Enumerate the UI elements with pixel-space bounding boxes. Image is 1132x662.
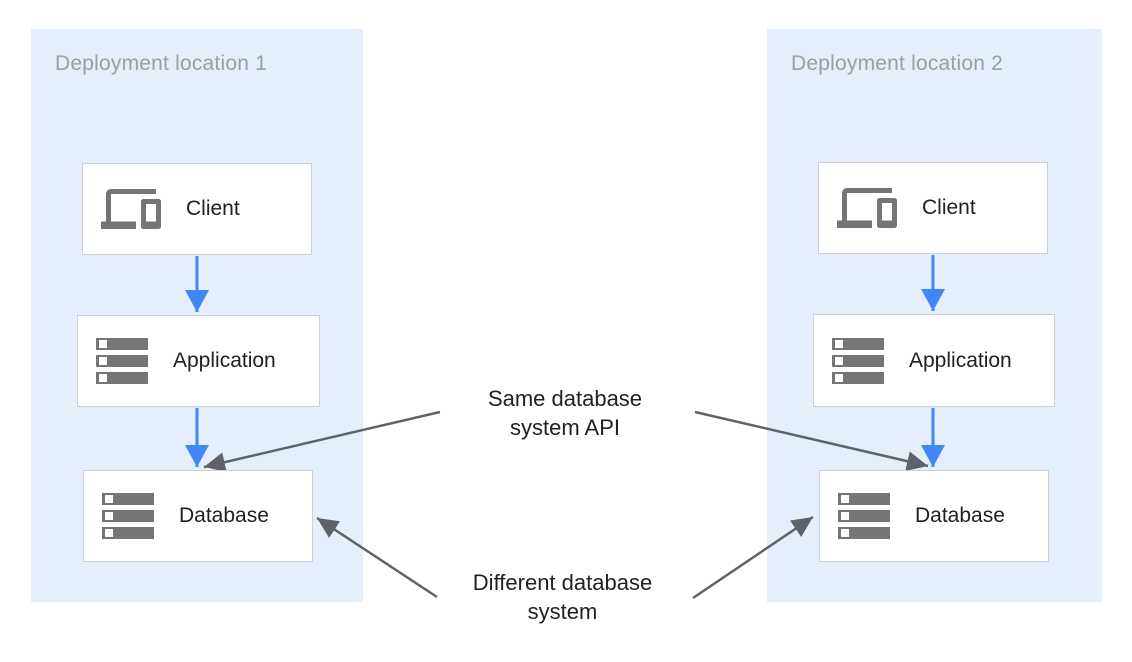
annotation-same-database-api: Same database system API (487, 386, 643, 440)
node-label: Application (173, 349, 276, 372)
node-application-1: Application (77, 315, 320, 407)
server-stack-icon (838, 493, 890, 539)
node-label: Client (922, 196, 976, 219)
node-label: Database (915, 504, 1005, 527)
server-stack-icon (96, 338, 148, 384)
node-client-2: Client (818, 162, 1048, 254)
node-application-2: Application (813, 314, 1055, 407)
panel-title-2: Deployment location 2 (791, 52, 1003, 75)
devices-icon (101, 179, 161, 239)
panel-title-1: Deployment location 1 (55, 52, 267, 75)
node-database-2: Database (819, 470, 1049, 562)
annotation-different-database-system: Different database system (472, 570, 653, 624)
node-label: Database (179, 504, 269, 527)
server-stack-icon (832, 337, 884, 384)
node-database-1: Database (83, 470, 313, 562)
node-client-1: Client (82, 163, 312, 255)
devices-icon (837, 178, 897, 238)
node-label: Application (909, 348, 1012, 372)
server-stack-icon (102, 493, 154, 539)
node-label: Client (186, 197, 240, 220)
